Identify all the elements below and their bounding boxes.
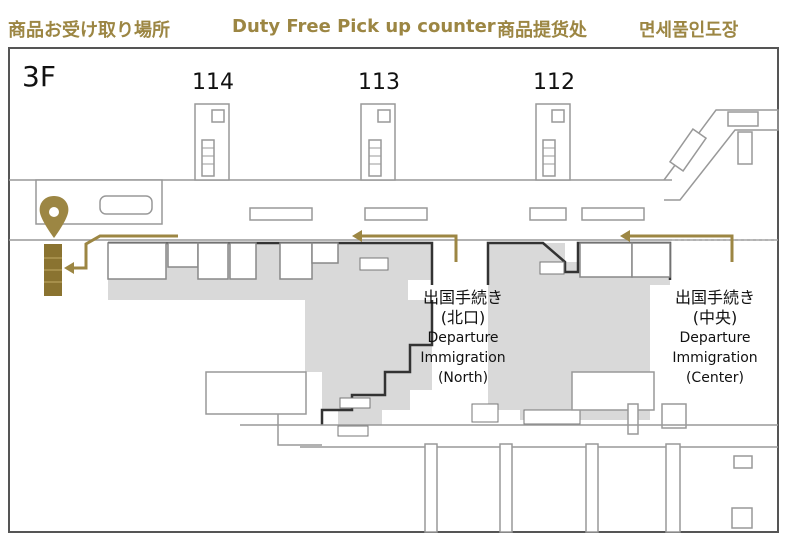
immigration-center-jp-sub: (中央) <box>652 308 778 328</box>
immigration-north-en2: Immigration <box>400 348 526 368</box>
immigration-center-en2: Immigration <box>652 348 778 368</box>
immigration-center-jp: 出国手続き <box>652 288 778 308</box>
gate-114-label: 114 <box>178 70 248 95</box>
immigration-north-en1: Departure <box>400 328 526 348</box>
immigration-north-en3: (North) <box>400 368 526 388</box>
gate-113-label: 113 <box>344 70 414 95</box>
immigration-north-jp: 出国手続き <box>400 288 526 308</box>
immigration-center-en3: (Center) <box>652 368 778 388</box>
immigration-north-label: 出国手続き (北口) Departure Immigration (North) <box>400 288 526 388</box>
immigration-center-label: 出国手続き (中央) Departure Immigration (Center… <box>652 288 778 388</box>
immigration-center-en1: Departure <box>652 328 778 348</box>
immigration-north-jp-sub: (北口) <box>400 308 526 328</box>
gate-112-label: 112 <box>519 70 589 95</box>
floor-label: 3F <box>22 60 56 93</box>
